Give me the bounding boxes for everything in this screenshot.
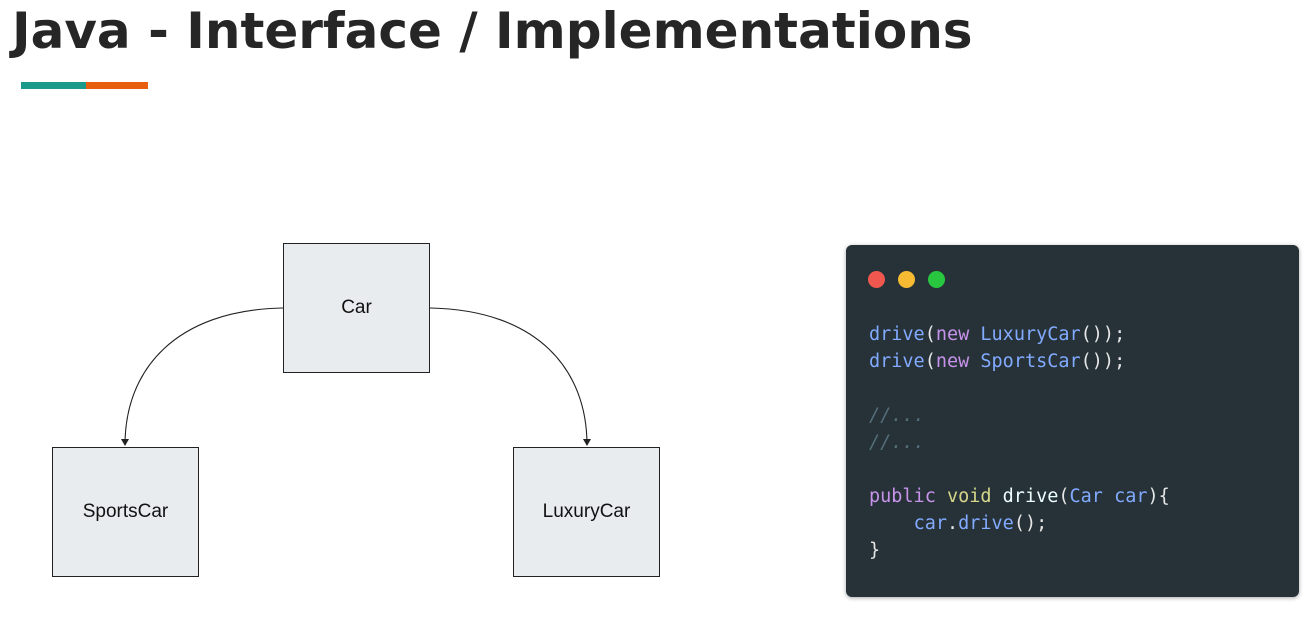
code-token: ()); (1080, 351, 1126, 372)
code-token: drive (958, 513, 1014, 534)
slide-title: Java - Interface / Implementations (12, 2, 973, 60)
code-token: } (869, 540, 881, 561)
code-token: drive (869, 324, 925, 345)
code-token: (); (1013, 513, 1048, 534)
node-sportscar-label: SportsCar (82, 501, 169, 522)
edge-car-to-sportscar (121, 307, 284, 446)
title-underline-teal (21, 82, 86, 89)
code-token: car (913, 513, 947, 534)
code-line: drive(new LuxuryCar()); (869, 321, 1170, 348)
code-token: new (935, 351, 981, 372)
minimize-dot-icon (898, 271, 915, 288)
node-sportscar: SportsCar (52, 447, 199, 577)
node-luxurycar-label: LuxuryCar (542, 501, 631, 522)
code-line: car.drive(); (869, 510, 1170, 537)
code-token: . (946, 513, 959, 534)
code-line: //... (869, 402, 1170, 429)
code-token: ()); (1080, 324, 1126, 345)
code-line: } (869, 537, 1170, 564)
code-token: ( (924, 351, 936, 372)
close-dot-icon (868, 271, 885, 288)
code-token: Car car (1069, 486, 1148, 507)
title-underline-orange (86, 82, 148, 89)
code-line: //... (869, 429, 1170, 456)
code-token: //... (869, 405, 925, 426)
code-token: //... (869, 432, 925, 453)
code-token: new (935, 324, 981, 345)
code-token: drive (869, 351, 925, 372)
class-diagram: Car SportsCar LuxuryCar (52, 243, 660, 577)
code-token: ){ (1147, 486, 1170, 507)
code-token: void (946, 486, 1003, 507)
code-token: LuxuryCar (980, 324, 1081, 345)
code-token: ( (1058, 486, 1070, 507)
node-car: Car (283, 243, 430, 373)
code-token: ( (924, 324, 936, 345)
node-car-label: Car (341, 297, 372, 318)
code-line: public void drive(Car car){ (869, 483, 1170, 510)
code-token (869, 513, 914, 534)
edge-car-to-luxurycar (429, 307, 591, 446)
code-window: drive(new LuxuryCar());drive(new SportsC… (846, 245, 1299, 597)
diagram-edges (121, 307, 591, 446)
code-line (869, 375, 1170, 402)
code-line: drive(new SportsCar()); (869, 348, 1170, 375)
code-block: drive(new LuxuryCar());drive(new SportsC… (869, 321, 1170, 564)
maximize-dot-icon (928, 271, 945, 288)
node-luxurycar: LuxuryCar (513, 447, 660, 577)
code-token: drive (1002, 486, 1059, 507)
code-token: public (869, 486, 947, 507)
code-line (869, 456, 1170, 483)
code-token: SportsCar (980, 351, 1081, 372)
